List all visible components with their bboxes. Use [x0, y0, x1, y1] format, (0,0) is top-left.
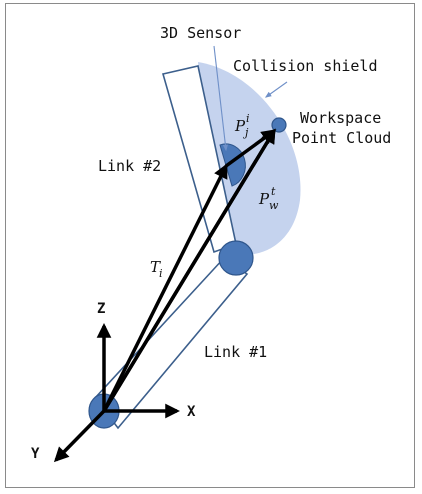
symbol-ti: T i: [150, 258, 163, 280]
axis-x-label: X: [187, 404, 196, 420]
link-2-label: Link #2: [98, 157, 161, 175]
axis-z-label: Z: [97, 301, 105, 317]
vector-sensor-to-point: [224, 129, 277, 168]
svg-text:T: T: [150, 258, 161, 276]
svg-text:j: j: [242, 126, 249, 139]
shield-pointer: [264, 81, 288, 98]
svg-text:i: i: [159, 267, 163, 280]
sensor-pointer: [213, 45, 229, 152]
vector-to-point-2: [102, 128, 276, 412]
link-1-label: Link #1: [204, 343, 267, 361]
axis-y-arrow: [53, 409, 106, 463]
shield-label: Collision shield: [233, 57, 378, 75]
svg-text:P: P: [258, 190, 270, 208]
symbol-pw: P w t: [258, 185, 279, 212]
vector-to-sensor: [102, 163, 228, 412]
svg-text:w: w: [269, 199, 279, 212]
sensor-label: 3D Sensor: [160, 24, 241, 42]
axis-y-label: Y: [31, 446, 40, 462]
workspace-label-line1: Workspace: [300, 109, 381, 127]
svg-text:t: t: [271, 185, 276, 198]
svg-text:i: i: [246, 112, 250, 125]
symbol-pj: P j i: [234, 112, 250, 139]
workspace-label-line2: Point Cloud: [292, 129, 391, 147]
elbow-joint: [218, 240, 254, 276]
workspace-point: [271, 117, 287, 133]
svg-text:P: P: [234, 117, 246, 135]
